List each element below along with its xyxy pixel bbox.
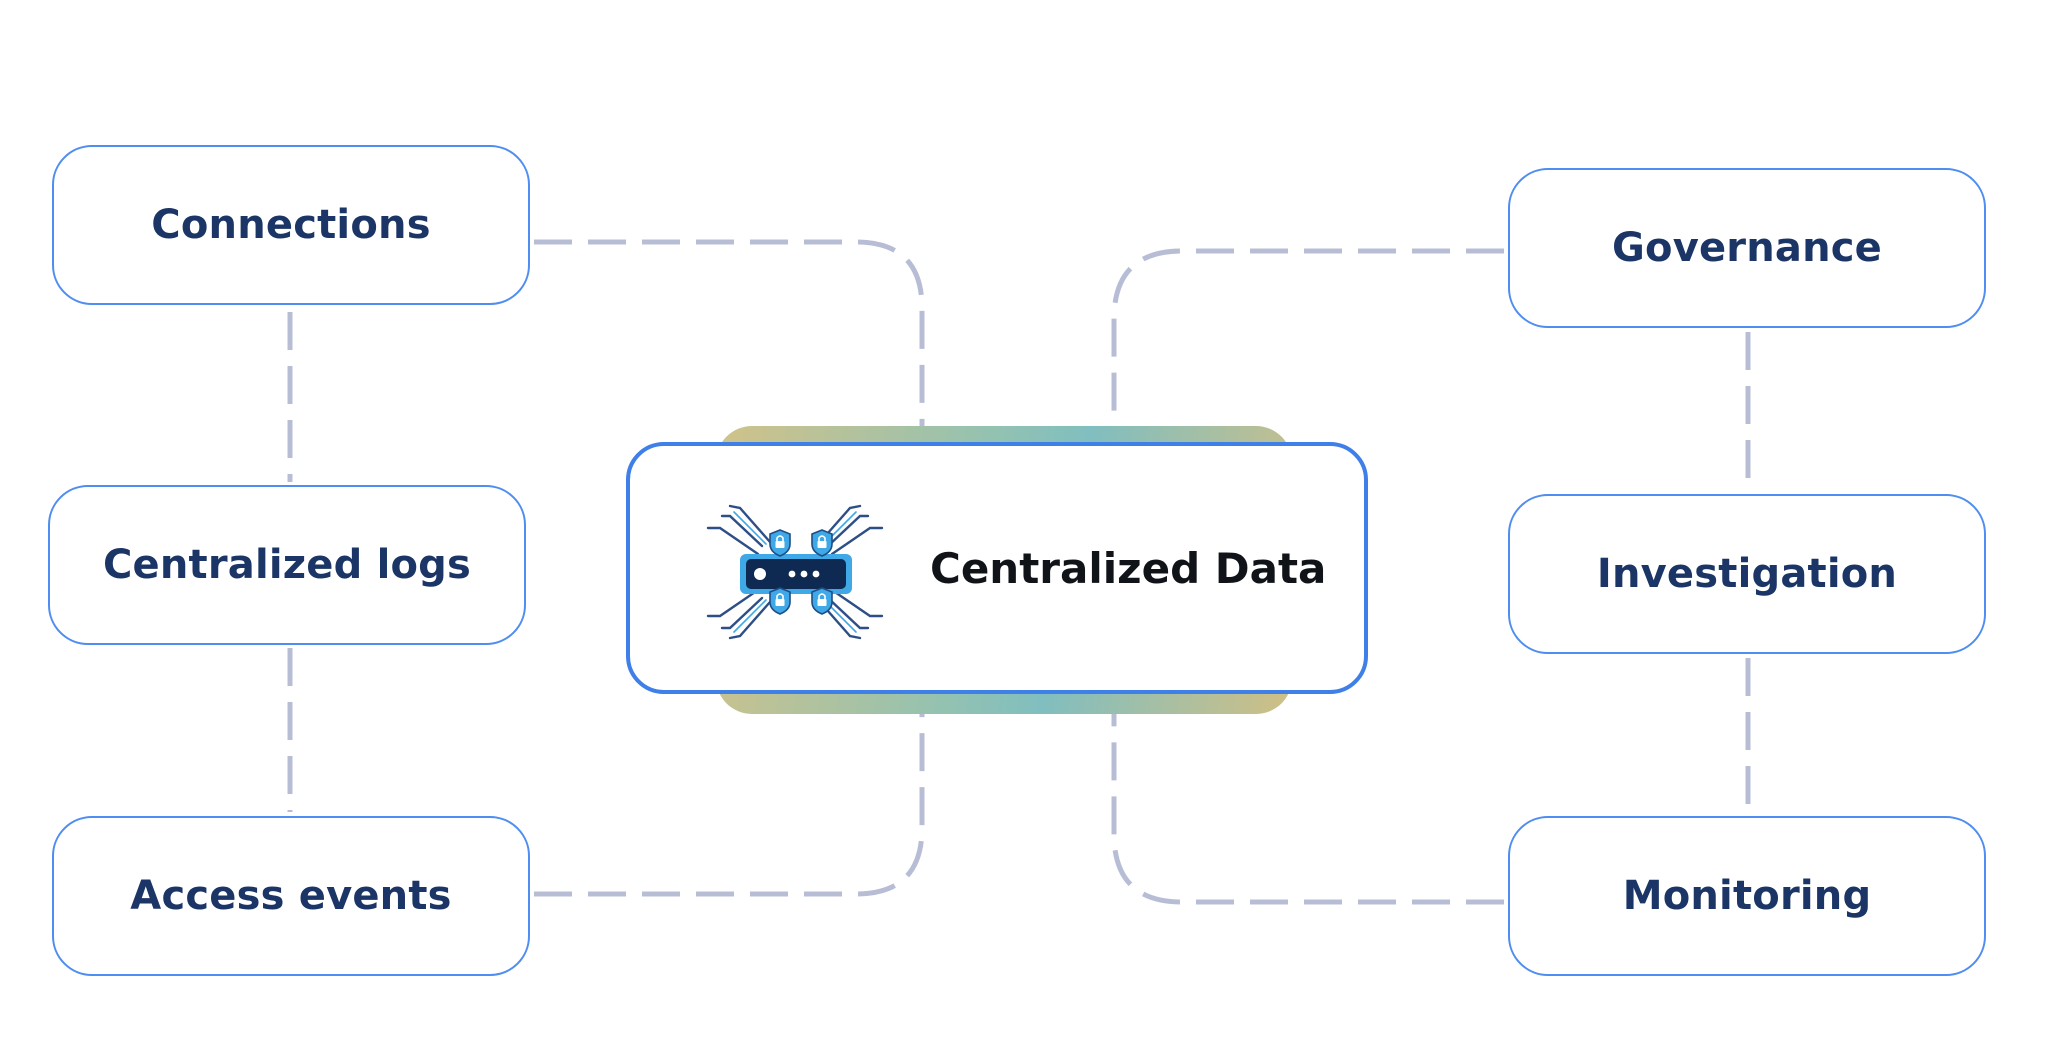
connector-monitoring-center (1111, 714, 1504, 905)
server-network-lock-icon (706, 504, 884, 640)
connector-connections-center (534, 239, 925, 426)
node-label: Monitoring (1622, 873, 1872, 919)
node-connections: Connections (52, 145, 530, 305)
connector-governance-center (1111, 248, 1504, 426)
node-label: Investigation (1596, 551, 1898, 597)
node-label: Access events (130, 873, 452, 919)
node-governance: Governance (1508, 168, 1986, 328)
node-centralized-logs: Centralized logs (48, 485, 526, 645)
connector-access-center (534, 714, 925, 897)
center-label: Centralized Data (930, 543, 1327, 593)
node-label: Governance (1611, 225, 1883, 271)
node-monitoring: Monitoring (1508, 816, 1986, 976)
node-access-events: Access events (52, 816, 530, 976)
node-investigation: Investigation (1508, 494, 1986, 654)
node-label: Connections (151, 202, 431, 248)
node-label: Centralized logs (102, 542, 472, 588)
